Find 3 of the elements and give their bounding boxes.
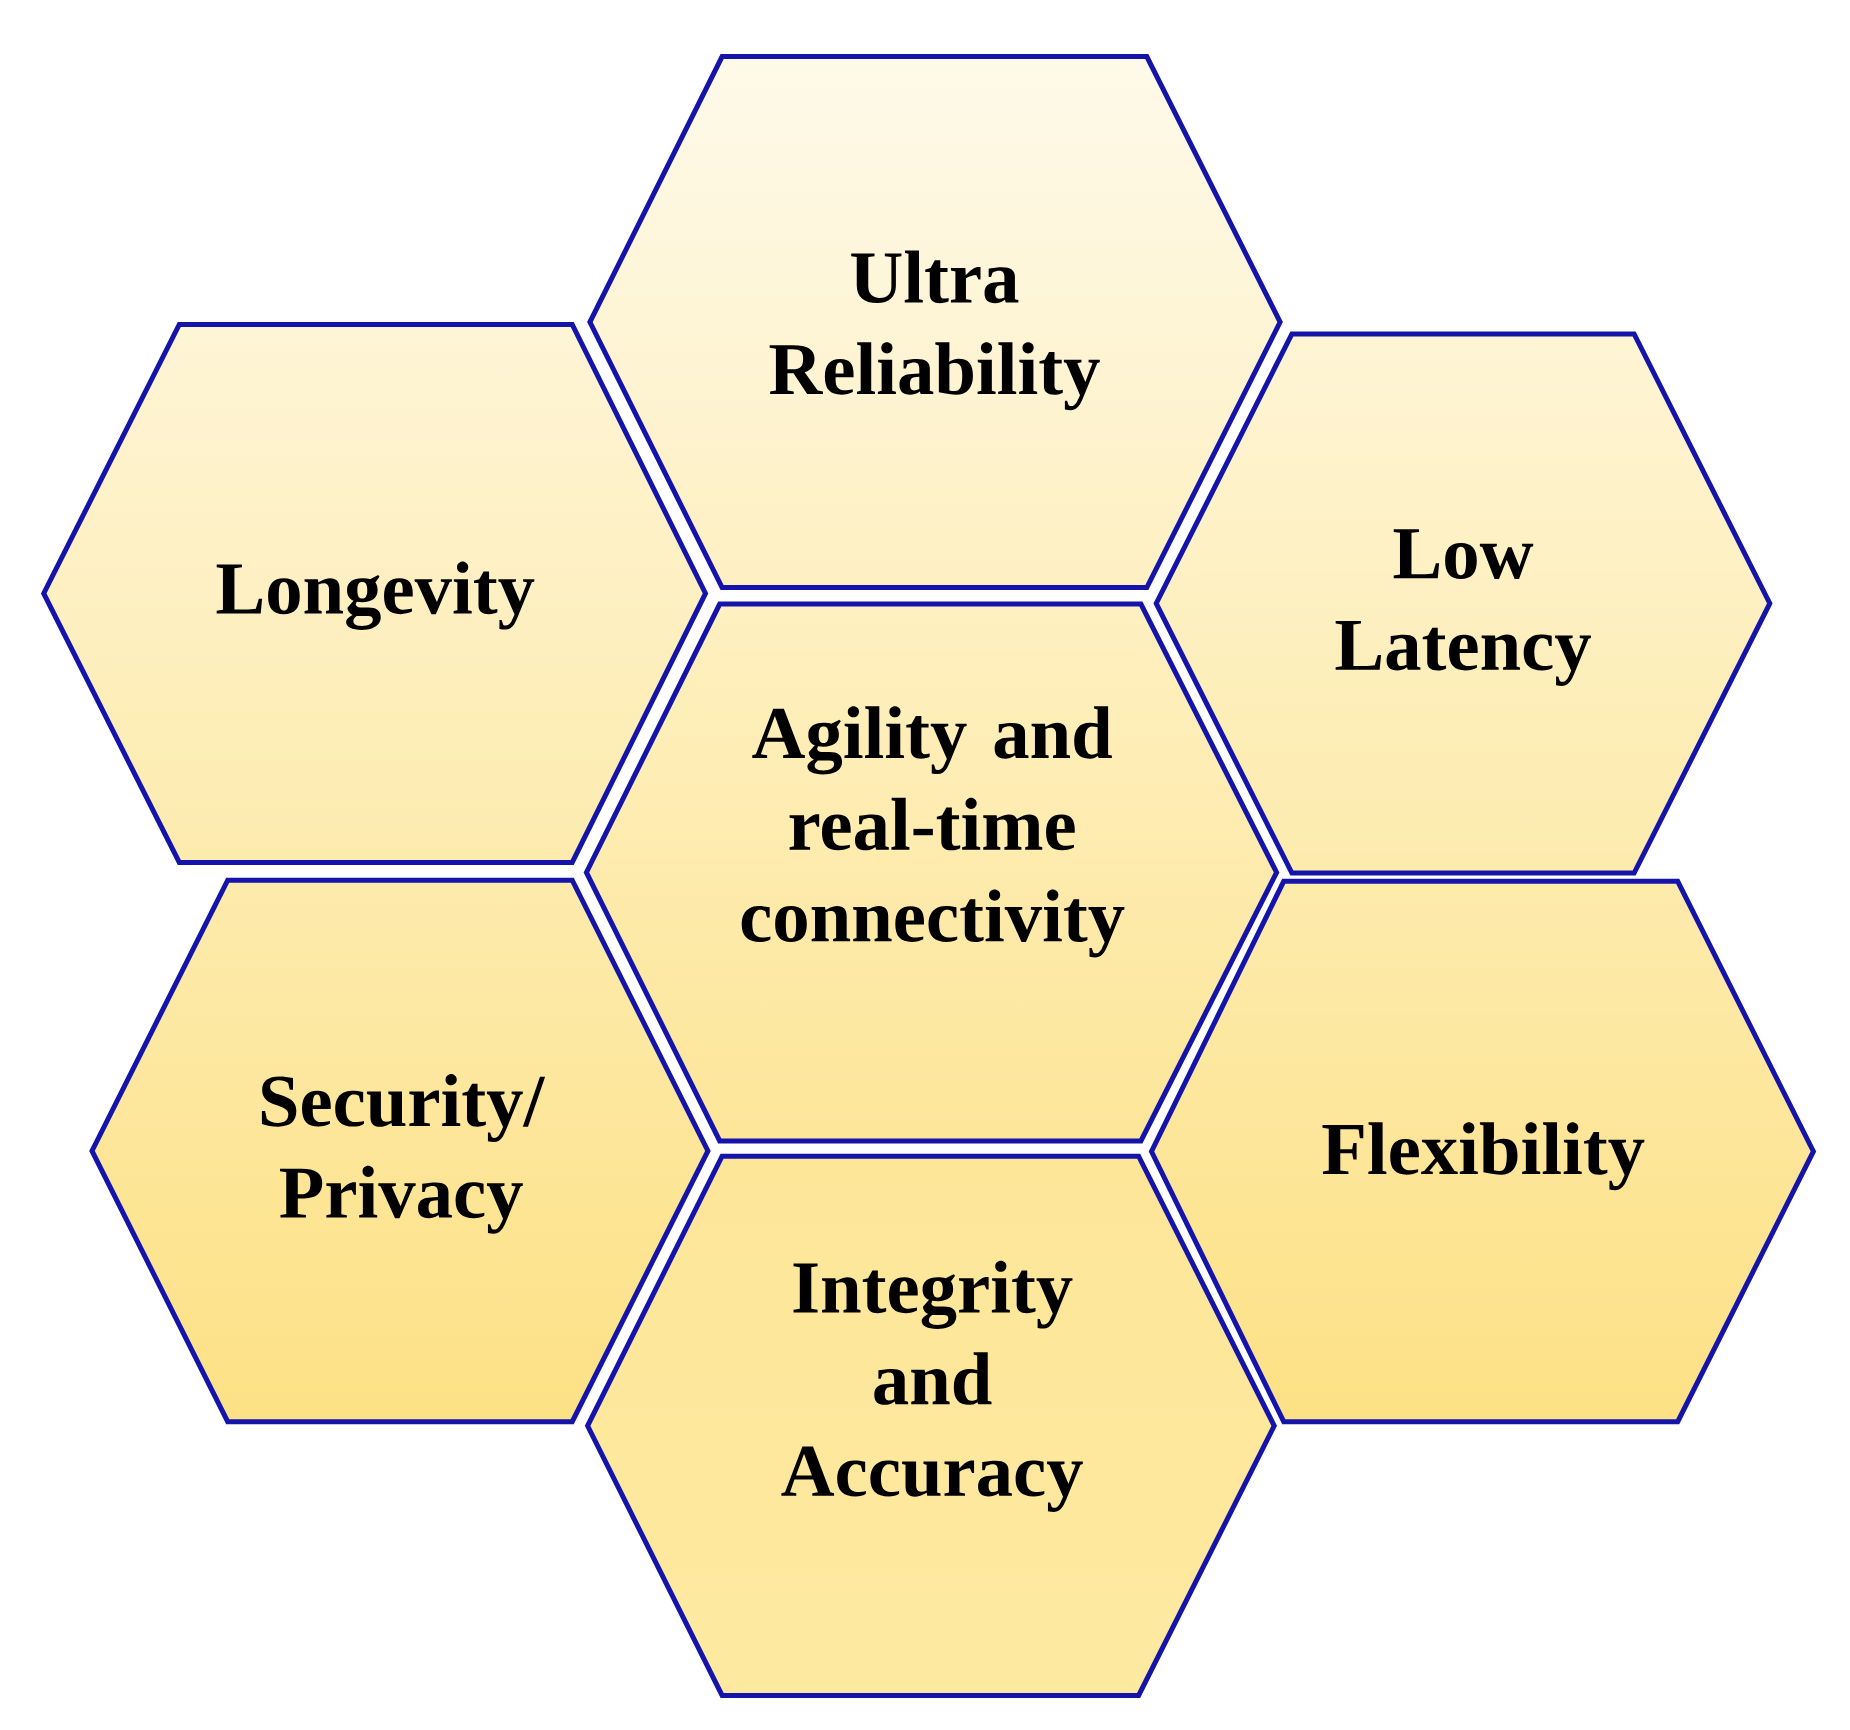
hexagon: Low Latency (1153, 331, 1773, 876)
hexagon: Security/ Privacy (89, 877, 711, 1425)
hexagon: Ultra Reliability (587, 54, 1283, 591)
